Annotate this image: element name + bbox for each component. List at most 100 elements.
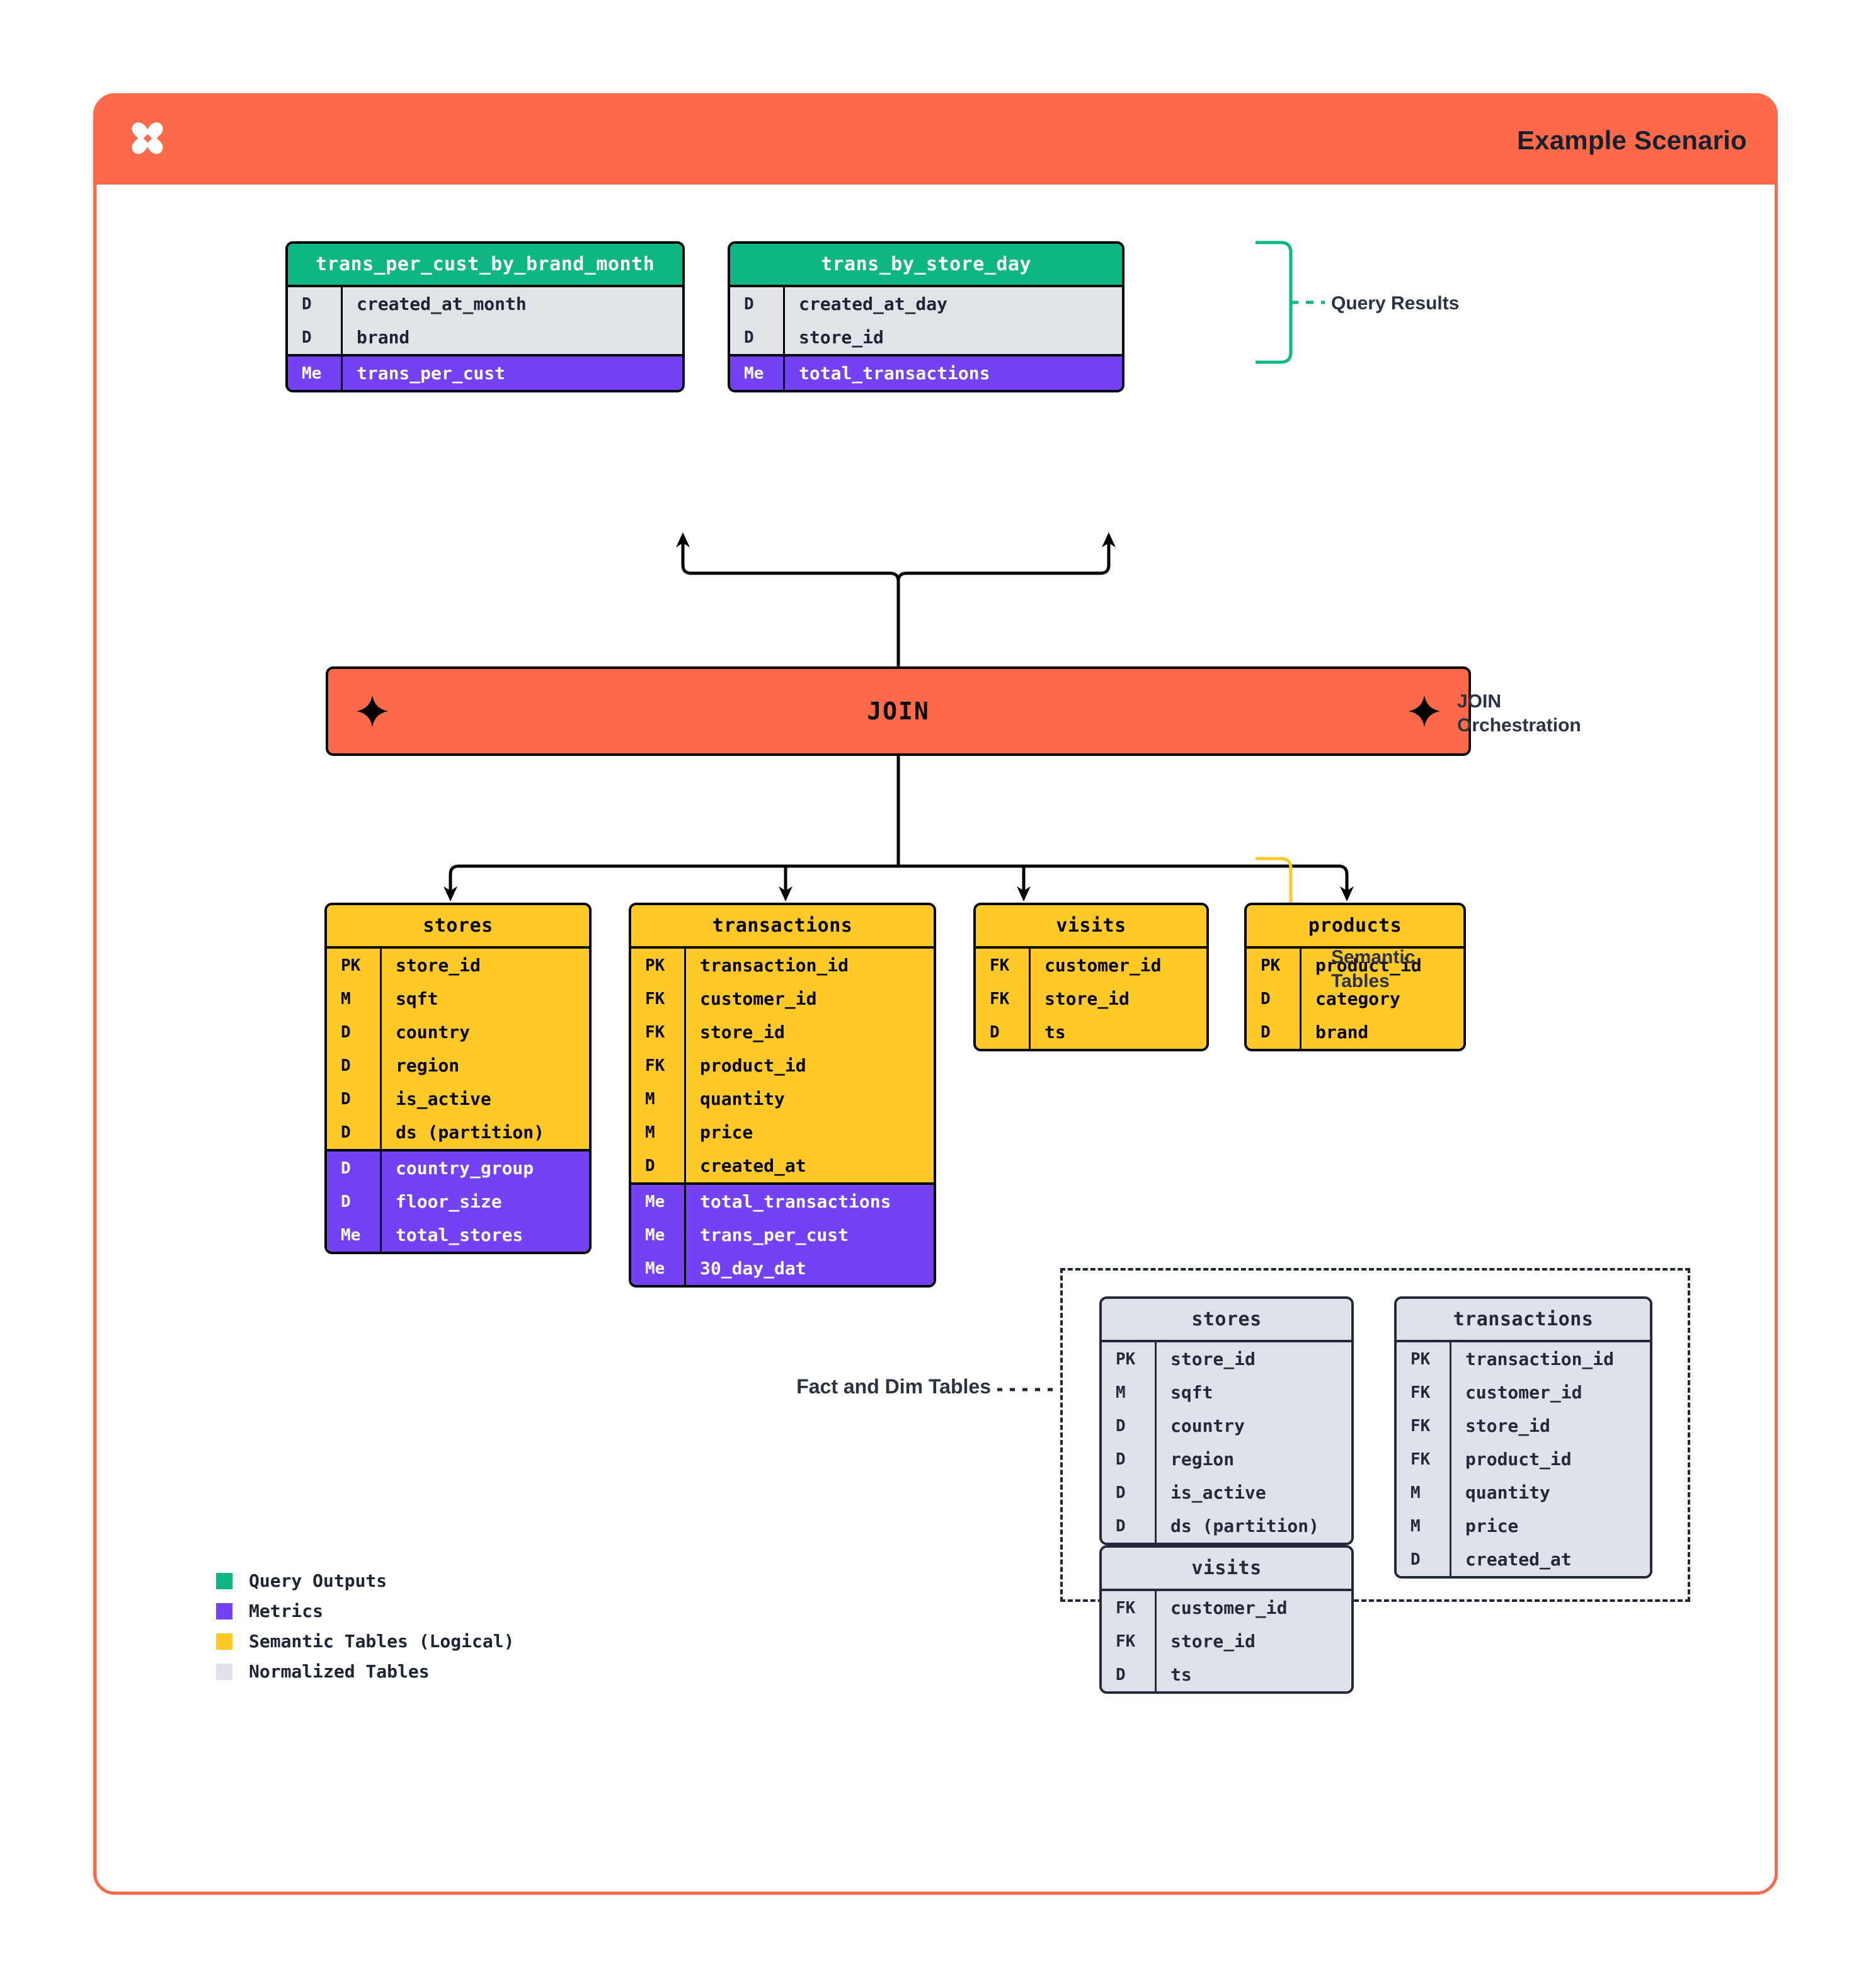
col-name: trans_per_cust	[684, 1218, 934, 1252]
table-title: trans_by_store_day	[730, 244, 1122, 285]
col-name: customer_id	[684, 982, 934, 1015]
table-title: stores	[327, 905, 589, 946]
header-bar: Example Scenario	[96, 96, 1775, 185]
col-name: store_id	[1029, 982, 1206, 1015]
legend-swatch-semantic-tables	[216, 1633, 232, 1650]
col-name: transaction_id	[684, 949, 934, 982]
table-row: FK customer_id	[976, 949, 1206, 982]
table-title: products	[1247, 905, 1463, 946]
col-key: M	[341, 989, 351, 1008]
col-name: country_group	[380, 1151, 589, 1185]
col-key: FK	[1410, 1416, 1431, 1436]
semantic-tables-bracket-label: Semantic Tables	[1331, 945, 1415, 993]
col-key: D	[1261, 1022, 1271, 1042]
col-key: FK	[645, 989, 665, 1008]
semantic-tables-label-line2: Tables	[1331, 970, 1390, 991]
col-key: D	[744, 328, 754, 347]
col-name: product_id	[684, 1049, 934, 1082]
col-key: M	[645, 1089, 655, 1109]
table-row: D created_at_month	[288, 287, 682, 321]
col-name: total_transactions	[684, 1185, 934, 1218]
col-key: D	[1116, 1665, 1126, 1684]
col-key: PK	[1261, 956, 1281, 975]
col-key: D	[1261, 989, 1271, 1008]
col-name: customer_id	[1029, 949, 1206, 982]
col-name: product_id	[1450, 1442, 1650, 1476]
col-name: customer_id	[1155, 1591, 1351, 1625]
page-title: Example Scenario	[1516, 125, 1747, 155]
col-key: D	[1116, 1416, 1126, 1436]
col-key: Me	[302, 363, 322, 383]
table-row: Me total_stores	[327, 1218, 589, 1252]
col-name: price	[684, 1116, 934, 1149]
col-name: created_at	[1450, 1543, 1650, 1576]
legend-label: Query Outputs	[249, 1570, 387, 1591]
col-key: D	[341, 1158, 351, 1178]
col-key: D	[341, 1089, 351, 1109]
legend-item: Semantic Tables (Logical)	[216, 1631, 514, 1652]
legend-item: Normalized Tables	[216, 1661, 514, 1682]
table-title: transactions	[631, 905, 934, 946]
col-name: product_id	[1300, 949, 1463, 982]
join-orchestration-box[interactable]: JOIN	[326, 666, 1471, 756]
metric-rows: Me trans_per_cust	[288, 354, 682, 390]
col-key: D	[990, 1022, 1000, 1042]
col-name: created_at_day	[783, 287, 1122, 321]
col-name: country	[1155, 1409, 1351, 1442]
col-name: total_transactions	[783, 357, 1122, 390]
col-name: total_stores	[380, 1218, 589, 1252]
col-key: M	[1116, 1383, 1126, 1402]
join-orchestration-label: JOIN Orchestration	[1457, 690, 1581, 737]
col-key: Me	[645, 1259, 665, 1278]
col-name: floor_size	[380, 1185, 589, 1218]
col-key: M	[1410, 1516, 1421, 1536]
legend-item: Query Outputs	[216, 1570, 514, 1591]
legend: Query Outputs Metrics Semantic Tables (L…	[216, 1570, 514, 1691]
table-title: transactions	[1397, 1299, 1650, 1340]
diagram-frame: Example Scenario	[93, 93, 1778, 1895]
table-title: stores	[1102, 1299, 1351, 1340]
query-result-table-0[interactable]: trans_per_cust_by_brand_month D created_…	[285, 241, 685, 392]
col-name: region	[1155, 1442, 1351, 1476]
col-key: D	[341, 1123, 351, 1142]
table-row: Me total_transactions	[730, 357, 1122, 390]
sparkle-icon	[1409, 695, 1440, 727]
col-key: Me	[341, 1225, 361, 1245]
legend-swatch-query-outputs	[216, 1572, 232, 1589]
col-key: D	[302, 294, 312, 314]
legend-label: Metrics	[249, 1601, 324, 1621]
col-key: FK	[990, 956, 1010, 975]
legend-label: Normalized Tables	[249, 1661, 430, 1682]
query-result-table-1[interactable]: trans_by_store_day D created_at_day D st…	[728, 241, 1124, 392]
col-name: sqft	[380, 982, 589, 1015]
legend-swatch-metrics	[216, 1602, 232, 1620]
col-key: D	[1410, 1550, 1421, 1569]
table-title: visits	[976, 905, 1206, 946]
